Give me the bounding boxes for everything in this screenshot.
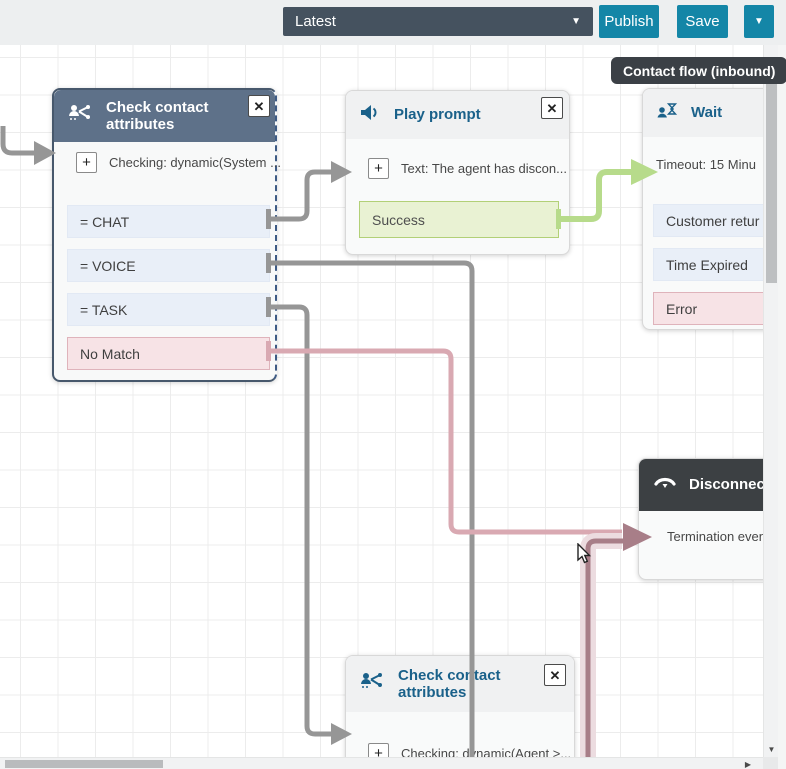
- add-icon[interactable]: +: [368, 743, 389, 757]
- block-title: Play prompt: [394, 106, 481, 124]
- branch-customer-returned[interactable]: Customer retur: [653, 204, 763, 237]
- save-button[interactable]: Save: [677, 5, 728, 38]
- block-disconnect[interactable]: Disconnect Termination event: [638, 458, 763, 580]
- block-check-contact-attributes[interactable]: Check contact attributes ✕ + Checking: d…: [52, 88, 281, 382]
- page-margin: [778, 45, 786, 769]
- close-icon[interactable]: ✕: [248, 95, 270, 117]
- check-contact-attributes-icon: [360, 671, 386, 698]
- block-input-row[interactable]: + Checking: dynamic(Agent >...: [368, 743, 571, 757]
- speaker-icon: [360, 103, 382, 128]
- block-input-row[interactable]: + Text: The agent has discon...: [368, 158, 567, 179]
- add-icon[interactable]: +: [368, 158, 389, 179]
- wait-icon: [657, 101, 679, 126]
- publish-button[interactable]: Publish: [599, 5, 659, 38]
- branch-no-match[interactable]: No Match: [67, 337, 270, 370]
- input-summary: Text: The agent has discon...: [401, 161, 567, 176]
- input-summary: Checking: dynamic(System ...: [109, 155, 281, 170]
- connector-entry: [0, 126, 36, 156]
- version-dropdown[interactable]: Latest ▼: [283, 7, 593, 36]
- connector-highlighted[interactable]: [585, 538, 624, 757]
- block-title: Check contact attributes: [398, 666, 501, 701]
- toolbar: Latest ▼ Publish Save ▼: [0, 0, 786, 45]
- save-options-button[interactable]: ▼: [744, 5, 774, 38]
- block-title: Check contact attributes: [106, 98, 209, 133]
- vertical-scrollbar-thumb[interactable]: [766, 75, 777, 283]
- branch-voice[interactable]: = VOICE: [67, 249, 270, 282]
- connector-success: [559, 169, 633, 222]
- close-icon[interactable]: ✕: [544, 664, 566, 686]
- chevron-down-icon: ▼: [754, 16, 764, 27]
- block-title: Disconnect: [689, 476, 763, 494]
- disconnect-icon: [653, 474, 677, 497]
- connector-no-match: [268, 348, 622, 535]
- input-summary: Checking: dynamic(Agent >...: [401, 746, 572, 757]
- block-play-prompt[interactable]: Play prompt ✕ + Text: The agent has disc…: [345, 90, 570, 255]
- block-input-row[interactable]: + Checking: dynamic(System ...: [76, 152, 281, 173]
- input-summary: Timeout: 15 Minu: [656, 157, 756, 172]
- horizontal-scrollbar-thumb[interactable]: [5, 760, 163, 768]
- connector-chat: [268, 169, 332, 222]
- input-summary: Termination event: [667, 529, 763, 544]
- branch-success[interactable]: Success: [359, 201, 559, 238]
- chevron-down-icon: ▼: [571, 16, 581, 27]
- close-icon[interactable]: ✕: [541, 97, 563, 119]
- block-header[interactable]: Check contact attributes ✕: [54, 90, 275, 142]
- scrollbar-corner: [763, 757, 778, 769]
- block-header[interactable]: Check contact attributes ✕: [346, 656, 574, 712]
- branch-chat[interactable]: = CHAT: [67, 205, 270, 238]
- block-header[interactable]: Disconnect: [639, 459, 763, 511]
- horizontal-scrollbar[interactable]: ▶: [0, 757, 763, 769]
- block-title: Wait: [691, 104, 723, 122]
- block-check-contact-attributes-2[interactable]: Check contact attributes ✕ + Checking: d…: [345, 655, 575, 757]
- branch-time-expired[interactable]: Time Expired: [653, 248, 763, 281]
- connector-task: [268, 304, 332, 737]
- branch-error[interactable]: Error: [653, 292, 763, 325]
- branch-task[interactable]: = TASK: [67, 293, 270, 326]
- block-header[interactable]: Play prompt ✕: [346, 91, 569, 139]
- block-input-row: Termination event: [667, 529, 763, 544]
- check-contact-attributes-icon: [68, 103, 94, 130]
- flow-name-tooltip: Contact flow (inbound): [611, 57, 786, 84]
- scroll-right-icon[interactable]: ▶: [744, 759, 752, 769]
- scroll-down-icon[interactable]: ▼: [767, 745, 776, 754]
- block-input-row[interactable]: Timeout: 15 Minu: [656, 157, 756, 172]
- vertical-scrollbar[interactable]: ▼: [763, 45, 778, 769]
- block-wait[interactable]: Wait Timeout: 15 Minu Customer retur Tim…: [642, 88, 763, 330]
- version-dropdown-label: Latest: [295, 13, 336, 30]
- add-icon[interactable]: +: [76, 152, 97, 173]
- block-header[interactable]: Wait: [643, 89, 763, 137]
- flow-canvas[interactable]: Check contact attributes ✕ + Checking: d…: [0, 45, 763, 757]
- connector-highlight-halo: [580, 533, 622, 757]
